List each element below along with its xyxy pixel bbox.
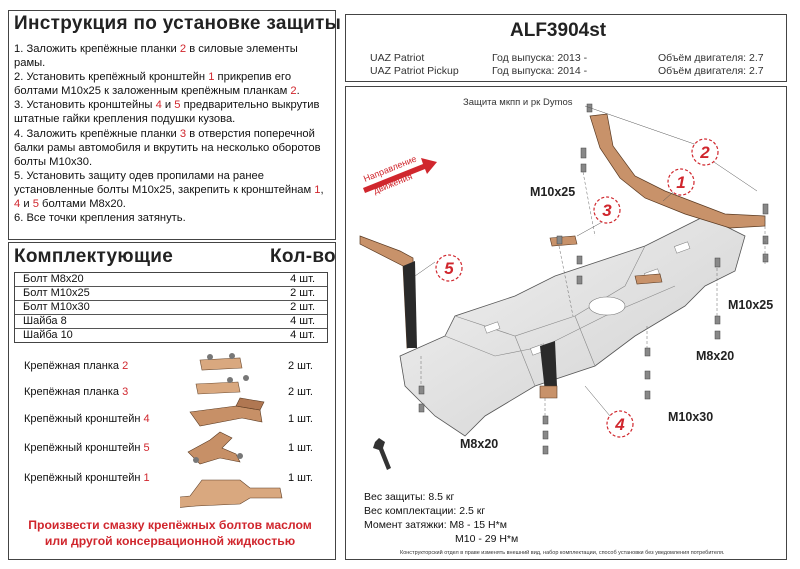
callout-2: 2 xyxy=(699,143,710,162)
plate-3-image xyxy=(195,375,249,395)
part-qty: 4 шт. xyxy=(290,329,315,341)
parts-table-row: Болт М10х30 2 шт. xyxy=(15,301,327,315)
diagram-caption: Защита мкпп и рк Dymos xyxy=(463,97,573,108)
callout-1: 1 xyxy=(676,173,685,192)
skid-plate xyxy=(399,215,746,437)
instruction-step: 3. Установить кронштейны 4 и 5 предварит… xyxy=(14,99,320,126)
model-header xyxy=(345,14,787,82)
part-name: Крепёжная планка 2 xyxy=(24,360,129,372)
bolt-label-m10x25-top: M10x25 xyxy=(530,185,576,199)
parts-table-row: Болт М10х25 2 шт. xyxy=(15,287,327,301)
part-name: Крепёжный кронштейн 1 xyxy=(24,472,150,484)
callout-3: 3 xyxy=(602,201,612,220)
part-qty: 2 шт. xyxy=(288,360,313,372)
bracket-5-image xyxy=(187,431,243,465)
instructions-steps: 1. Заложить крепёжные планки 2 в силовые… xyxy=(14,42,326,225)
parts-table-row: Шайба 10 4 шт. xyxy=(15,329,327,342)
instruction-step: 4. Заложить крепёжные планки 3 в отверст… xyxy=(14,127,321,168)
parts-table-row: Болт М8х20 4 шт. xyxy=(15,273,327,287)
part-qty: 4 шт. xyxy=(290,315,315,327)
part-qty: 1 шт. xyxy=(288,413,313,425)
disclaimer: Конструкторский отдел в праве изменять в… xyxy=(400,550,725,556)
part-name: Болт М8х20 xyxy=(23,273,84,285)
product-code: ALF3904st xyxy=(510,20,607,41)
part-qty: 1 шт. xyxy=(288,442,313,454)
spec-kit-weight: Вес комплектации: 2.5 кг xyxy=(364,505,486,517)
model-years: Год выпуска: 2013 -Год выпуска: 2014 - xyxy=(492,52,588,77)
spec-torque-m8: Момент затяжки: М8 - 15 Н*м xyxy=(364,519,507,531)
callout-circles: 1 2 3 4 5 xyxy=(435,138,719,438)
bracket-5 xyxy=(359,235,417,349)
part-thumbnails xyxy=(180,353,283,508)
bolt-label-m10x25-right: M10x25 xyxy=(728,298,774,312)
part-qty: 2 шт. xyxy=(290,301,315,313)
qty-header: Кол-во xyxy=(270,246,336,267)
part-name: Крепёжный кронштейн 4 xyxy=(24,413,150,425)
instruction-step: 2. Установить крепёжный кронштейн 1 прик… xyxy=(14,71,300,98)
part-name: Шайба 8 xyxy=(23,315,67,327)
parts-panel xyxy=(8,242,336,560)
plate-2-image xyxy=(199,353,243,371)
part-name: Крепёжный кронштейн 5 xyxy=(24,442,150,454)
part-name: Болт М10х30 xyxy=(23,301,90,313)
instructions-title: Инструкция по установке защиты xyxy=(14,13,342,34)
callout-5: 5 xyxy=(444,259,454,278)
spec-weight: Вес защиты: 8.5 кг xyxy=(364,491,455,503)
assembly-diagram: Направление движения 1 2 3 4 5 xyxy=(359,103,769,470)
parts-title: Комплектующие xyxy=(14,246,174,267)
part-qty: 2 шт. xyxy=(290,287,315,299)
bolt-label-m8x20-right: M8x20 xyxy=(696,349,735,363)
lubrication-note: Произвести смазку крепёжных болтов масло… xyxy=(28,518,312,548)
instruction-step: 1. Заложить крепёжные планки 2 в силовые… xyxy=(14,43,298,70)
parts-table-row: Шайба 8 4 шт. xyxy=(15,315,327,329)
bolt-label-m10x30: M10x30 xyxy=(668,410,714,424)
instruction-step: 6. Все точки крепления затянуть. xyxy=(14,212,186,225)
bracket-4-image xyxy=(189,397,265,427)
callout-4: 4 xyxy=(614,415,625,434)
part-name: Крепёжная планка 3 xyxy=(24,386,129,398)
instruction-step: 5. Установить защиту одев пропилами на р… xyxy=(14,169,324,211)
bracket-4 xyxy=(539,341,558,399)
bracket-1-image xyxy=(180,479,283,508)
part-name: Шайба 10 xyxy=(23,329,73,341)
bolts xyxy=(418,103,769,455)
wrench-icon xyxy=(373,438,391,470)
leader-lines xyxy=(420,171,766,416)
bolt-label-m8x20-left: M8x20 xyxy=(460,437,499,451)
part-name: Болт М10х25 xyxy=(23,287,90,299)
direction-arrow: Направление движения xyxy=(362,154,437,196)
part-qty: 4 шт. xyxy=(290,273,315,285)
spec-torque-m10: М10 - 29 Н*м xyxy=(455,533,519,545)
instructions-panel xyxy=(8,10,336,240)
diagram-frame xyxy=(345,86,787,560)
part-qty: 1 шт. xyxy=(288,472,313,484)
part-qty: 2 шт. xyxy=(288,386,313,398)
